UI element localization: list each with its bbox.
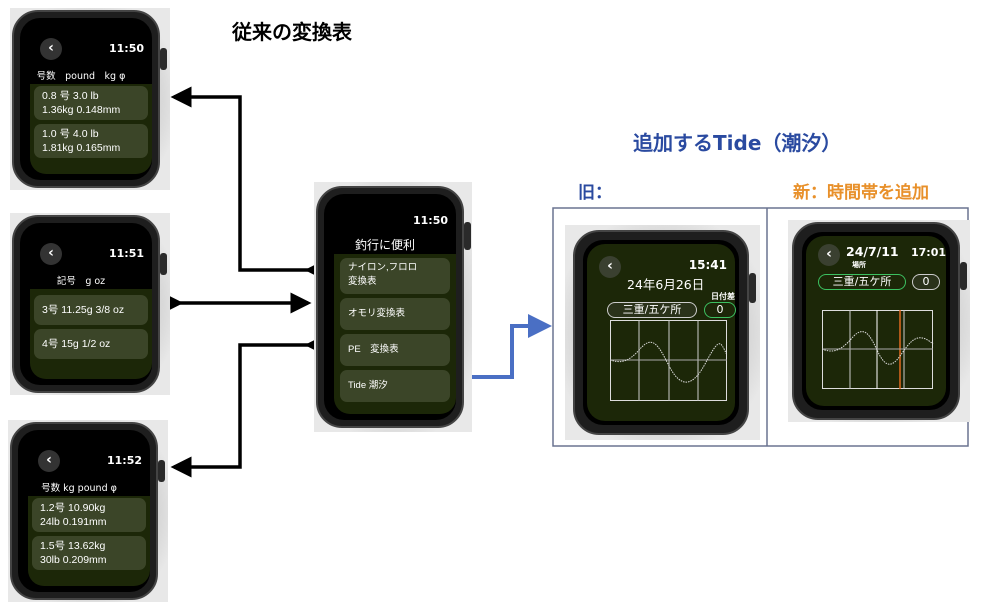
watch-tide-old: ‹ 15:41 24年6月26日 日付差 三重/五ケ所 0 xyxy=(565,225,760,440)
back-button[interactable]: ‹ xyxy=(599,256,621,278)
list-item[interactable]: 4号 15g 1/2 oz xyxy=(34,329,148,359)
old-heading: 旧： xyxy=(578,183,612,203)
back-button[interactable]: ‹ xyxy=(40,38,62,60)
menu-item-sinker[interactable]: オモリ変換表 xyxy=(340,298,450,330)
tide-heading: 追加するTide（潮汐） xyxy=(633,131,842,155)
day-diff-selector[interactable]: 0 xyxy=(704,302,736,318)
menu-item-nylon[interactable]: ナイロン,フロロ 変換表 xyxy=(340,258,450,294)
new-heading: 新：時間帯を追加 xyxy=(793,183,929,203)
arrow-pe xyxy=(170,334,326,478)
tide-graph xyxy=(610,320,728,401)
arrow-nylon xyxy=(170,86,326,281)
tide-graph xyxy=(822,310,934,389)
watch-main-menu: 11:50 釣行に便利 ナイロン,フロロ 変換表 オモリ変換表 PE 変換表 T… xyxy=(314,182,472,432)
arrow-tide xyxy=(452,314,552,389)
list-item[interactable]: 3号 11.25g 3/8 oz xyxy=(34,295,148,325)
day-diff-selector[interactable]: 0 xyxy=(912,274,940,290)
legacy-heading: 従来の変換表 xyxy=(232,20,352,44)
back-button[interactable]: ‹ xyxy=(818,244,840,266)
menu-item-pe[interactable]: PE 変換表 xyxy=(340,334,450,366)
back-button[interactable]: ‹ xyxy=(40,243,62,265)
watch-sinker-table: ‹ 11:51 記号 g oz 3号 11.25g 3/8 oz 4号 15g … xyxy=(10,213,170,395)
location-selector[interactable]: 三重/五ケ所 xyxy=(818,274,906,290)
menu-item-tide[interactable]: Tide 潮汐 xyxy=(340,370,450,402)
watch-tide-new: ‹ 24/7/11 17:01 場所 三重/五ケ所 0 xyxy=(788,220,970,422)
tide-curve xyxy=(610,341,728,383)
back-button[interactable]: ‹ xyxy=(38,450,60,472)
location-selector[interactable]: 三重/五ケ所 xyxy=(607,302,697,318)
